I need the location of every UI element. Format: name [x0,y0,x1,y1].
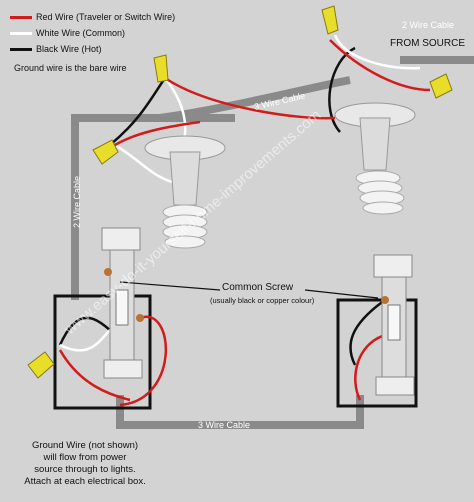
wire-nut-icon [92,139,119,165]
black-wire-1 [328,46,356,133]
wire-nut-icon [321,5,339,35]
wire-nut-icon [27,351,55,379]
light-fixture-left [144,135,226,249]
white-wire-3 [114,143,173,184]
legend-red: Red Wire (Traveler or Switch Wire) [10,12,175,22]
common-screw-label: Common Screw [222,282,294,293]
light-fixture-right [334,102,416,215]
black-swatch-icon [10,48,32,52]
common-screw-note: (usually black or copper colour) [210,296,315,305]
top-3-wire-cable [159,76,351,122]
switch-left [101,227,144,379]
wire-nut-icons [27,5,453,379]
right-switch-box [336,298,418,408]
ground-note-line: Ground Wire (not shown) [31,440,139,451]
common-screw-arrow-left [119,281,221,291]
red-wire-1 [164,76,336,120]
left-switch-box [53,294,152,410]
ground-note-line: Attach at each electrical box. [24,476,146,487]
legend-black: Black Wire (Hot) [10,44,102,54]
red-wire-5 [58,349,131,402]
switch-right [373,254,415,396]
wire-nut-icon [429,73,453,99]
ground-note-line: will flow from power [43,452,127,463]
red-wire-4 [119,315,167,407]
black-wire-4 [349,298,386,366]
source-label-line2: FROM SOURCE [390,38,465,49]
red-wire-2 [329,39,431,92]
ground-note: Ground Wire (not shown) will flow from p… [0,440,170,488]
ground-note-line: source through to lights. [34,464,136,475]
black-wire-2 [109,77,167,146]
white-swatch-icon [10,32,32,36]
white-wire-4 [59,329,111,352]
red-swatch-icon [10,16,32,20]
source-label-line1: 2 Wire Cable [402,20,455,30]
red-wire-6 [354,333,386,401]
bottom-3-wire-cable [116,395,364,429]
white-wire-1 [333,34,421,70]
legend-ground: Ground wire is the bare wire [14,63,127,73]
red-wire-3 [114,120,201,147]
common-screw-arrow-right [304,289,379,299]
wire-nut-icon [153,54,169,83]
left-cable-label: 2 Wire Cable [72,176,82,228]
bottom-cable-label: 3 Wire Cable [198,420,250,430]
legend-white: White Wire (Common) [10,28,125,38]
